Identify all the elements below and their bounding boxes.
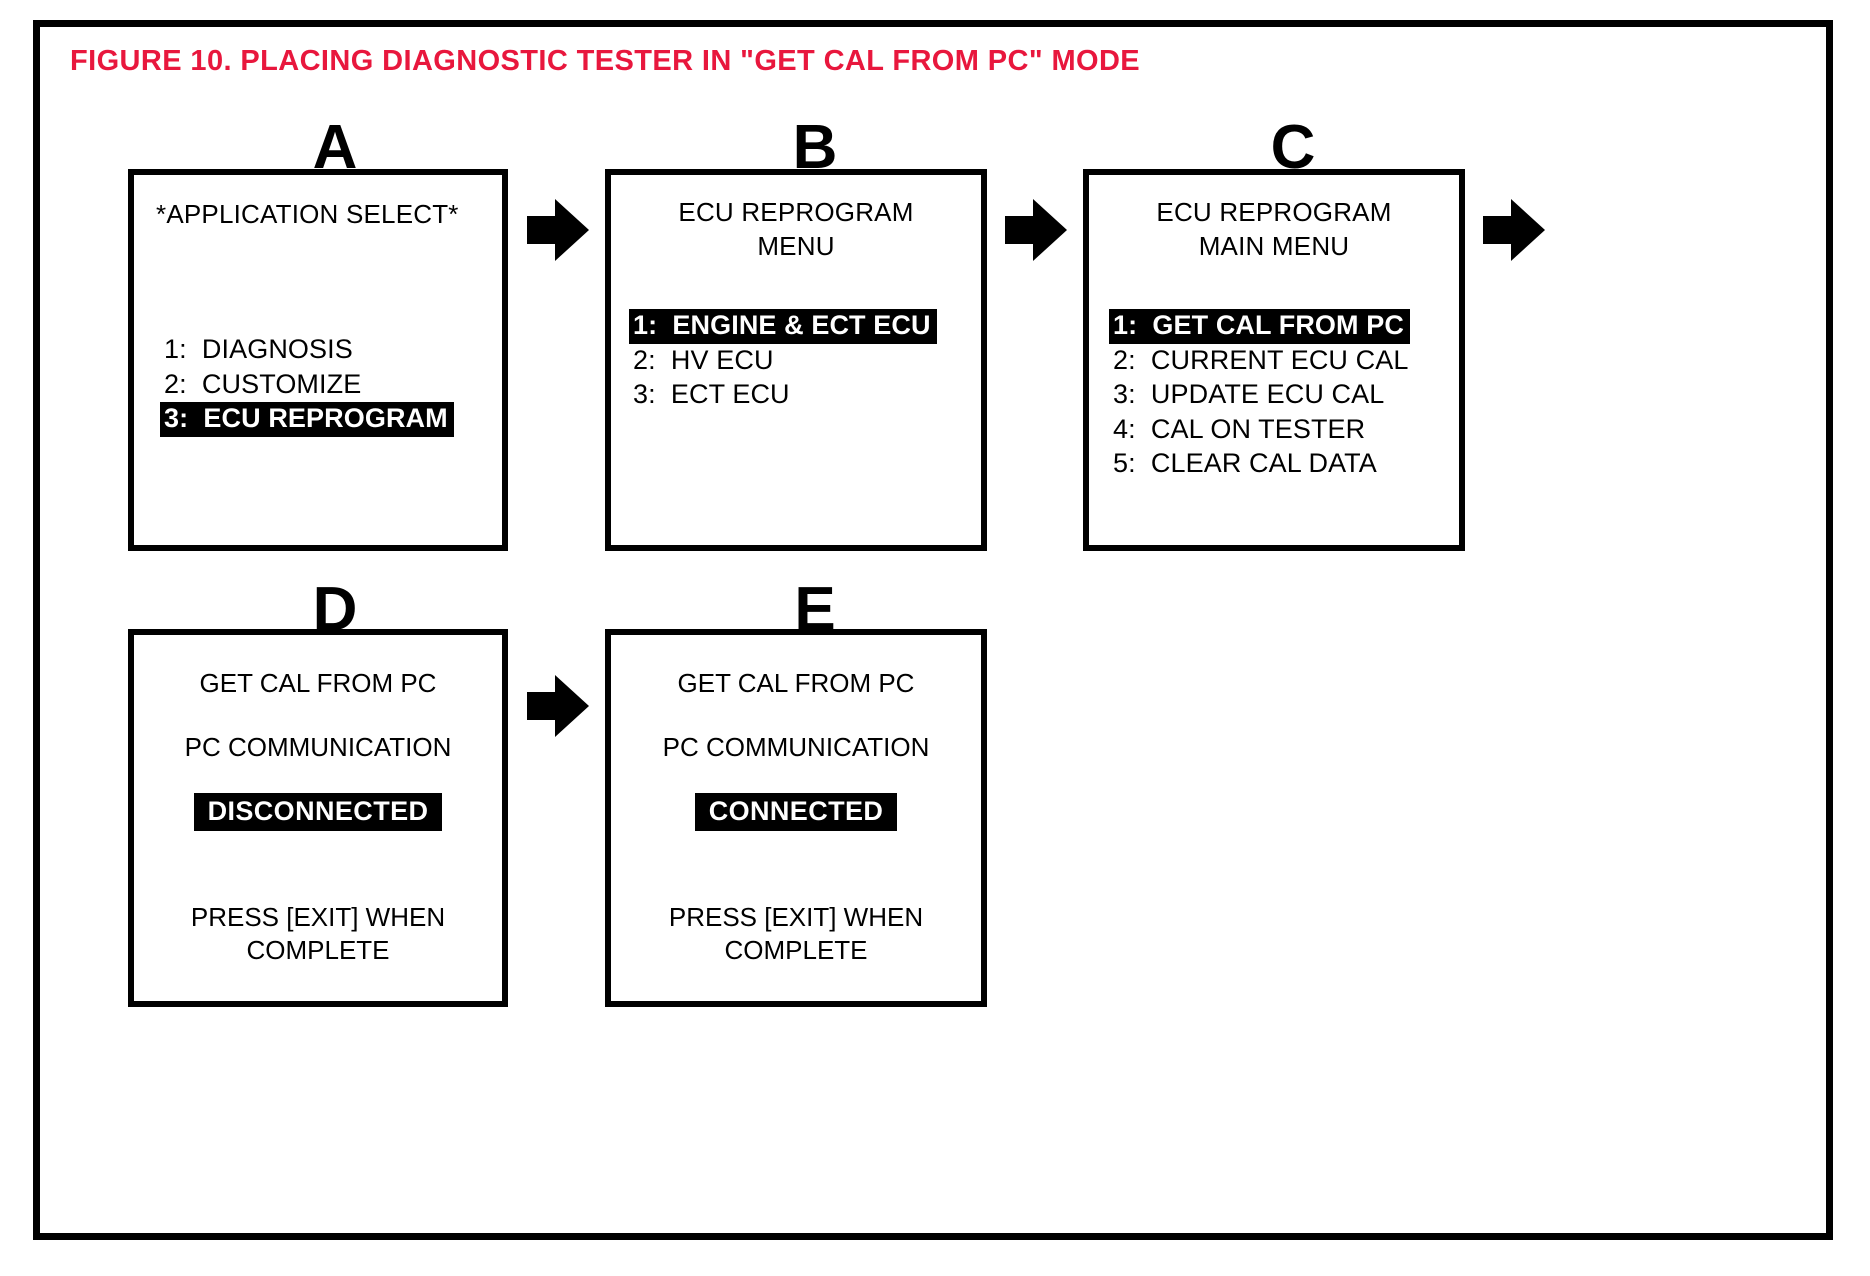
menu-item-update-ecu-cal[interactable]: 3: UPDATE ECU CAL <box>1109 378 1390 413</box>
arrow-head <box>1511 199 1545 261</box>
menu-item-cal-on-tester[interactable]: 4: CAL ON TESTER <box>1109 413 1371 448</box>
menu-item-clear-cal-data[interactable]: 5: CLEAR CAL DATA <box>1109 447 1383 482</box>
panel-a-header: *APPLICATION SELECT* <box>156 199 459 229</box>
menu-item-number: 2: <box>164 368 187 399</box>
arrow-shaft <box>1005 216 1038 244</box>
menu-item-engine-ect-ecu[interactable]: 1: ENGINE & ECT ECU <box>629 309 937 344</box>
menu-item-label: GET CAL FROM PC <box>1152 310 1404 340</box>
status-badge-disconnected: DISCONNECTED <box>193 793 443 831</box>
figure-title: FIGURE 10. PLACING DIAGNOSTIC TESTER IN … <box>70 45 1141 77</box>
menu-item-number: 3: <box>164 403 189 434</box>
arrow-head <box>555 675 589 737</box>
menu-item-label: UPDATE ECU CAL <box>1150 379 1385 410</box>
menu-item-number: 5: <box>1113 448 1136 479</box>
menu-item-number: 1: <box>633 310 658 340</box>
panel-letter-c: C <box>1270 113 1316 182</box>
panel-d-subtitle-line: PC COMMUNICATION <box>184 732 452 762</box>
menu-item-current-ecu-cal[interactable]: 2: CURRENT ECU CAL <box>1109 344 1414 379</box>
screen-panel-a: *APPLICATION SELECT* 1: DIAGNOSIS 2: CUS… <box>128 169 508 551</box>
menu-item-number: 3: <box>1113 379 1136 410</box>
arrow-a-to-b <box>527 199 589 261</box>
menu-item-label: CUSTOMIZE <box>201 368 362 399</box>
menu-item-label: HV ECU <box>670 344 774 375</box>
status-badge-connected: CONNECTED <box>694 793 898 831</box>
menu-item-label: CAL ON TESTER <box>1150 413 1366 444</box>
screen-panel-c: ECU REPROGRAM MAIN MENU 1: GET CAL FROM … <box>1083 169 1465 551</box>
panel-d-title-line: GET CAL FROM PC <box>199 668 437 698</box>
panel-b-header: ECU REPROGRAM MENU <box>678 197 914 262</box>
arrow-shaft <box>527 692 560 720</box>
screen-panel-d: GET CAL FROM PC PC COMMUNICATION DISCONN… <box>128 629 508 1007</box>
arrow-shaft <box>527 216 560 244</box>
menu-item-label: ENGINE & ECT ECU <box>672 310 931 340</box>
menu-item-number: 2: <box>1113 344 1136 375</box>
arrow-c-to-d <box>1483 199 1545 261</box>
arrow-b-to-c <box>1005 199 1067 261</box>
menu-item-diagnosis[interactable]: 1: DIAGNOSIS <box>160 333 359 368</box>
panel-e-footer: PRESS [EXIT] WHEN COMPLETE <box>668 902 924 965</box>
screen-panel-b: ECU REPROGRAM MENU 1: ENGINE & ECT ECU 2… <box>605 169 987 551</box>
panel-letter-b: B <box>792 113 838 182</box>
panel-letter-a: A <box>312 113 358 182</box>
panel-c-menu: 1: GET CAL FROM PC 2: CURRENT ECU CAL 3:… <box>1109 309 1414 482</box>
panel-c-header: ECU REPROGRAM MAIN MENU <box>1156 197 1392 262</box>
figure-frame: FIGURE 10. PLACING DIAGNOSTIC TESTER IN … <box>33 20 1833 1240</box>
panel-d-footer: PRESS [EXIT] WHEN COMPLETE <box>190 902 446 965</box>
menu-item-number: 4: <box>1113 413 1136 444</box>
arrow-d-to-e <box>527 675 589 737</box>
arrow-head <box>1033 199 1067 261</box>
screen-panel-e: GET CAL FROM PC PC COMMUNICATION CONNECT… <box>605 629 987 1007</box>
menu-item-number: 3: <box>633 379 656 410</box>
menu-item-ect-ecu[interactable]: 3: ECT ECU <box>629 378 796 413</box>
panel-e-title-line: GET CAL FROM PC <box>677 668 915 698</box>
menu-item-number: 2: <box>633 344 656 375</box>
menu-item-ecu-reprogram[interactable]: 3: ECU REPROGRAM <box>160 402 454 437</box>
menu-item-label: ECT ECU <box>670 379 790 410</box>
menu-item-customize[interactable]: 2: CUSTOMIZE <box>160 368 367 403</box>
menu-item-label: CURRENT ECU CAL <box>1150 344 1409 375</box>
menu-item-number: 1: <box>1113 310 1138 340</box>
panel-d-status-wrap: DISCONNECTED <box>134 793 502 831</box>
menu-item-number: 1: <box>164 334 187 364</box>
panel-a-menu: 1: DIAGNOSIS 2: CUSTOMIZE 3: ECU REPROGR… <box>160 333 454 437</box>
arrow-shaft <box>1483 216 1516 244</box>
menu-item-hv-ecu[interactable]: 2: HV ECU <box>629 344 780 379</box>
panel-e-status-wrap: CONNECTED <box>611 793 981 831</box>
panel-b-menu: 1: ENGINE & ECT ECU 2: HV ECU 3: ECT ECU <box>629 309 937 413</box>
menu-item-label: DIAGNOSIS <box>201 334 353 364</box>
menu-item-label: ECU REPROGRAM <box>203 403 448 434</box>
menu-item-label: CLEAR CAL DATA <box>1150 448 1377 479</box>
arrow-head <box>555 199 589 261</box>
panel-e-subtitle-line: PC COMMUNICATION <box>662 732 930 762</box>
menu-item-get-cal-from-pc[interactable]: 1: GET CAL FROM PC <box>1109 309 1410 344</box>
